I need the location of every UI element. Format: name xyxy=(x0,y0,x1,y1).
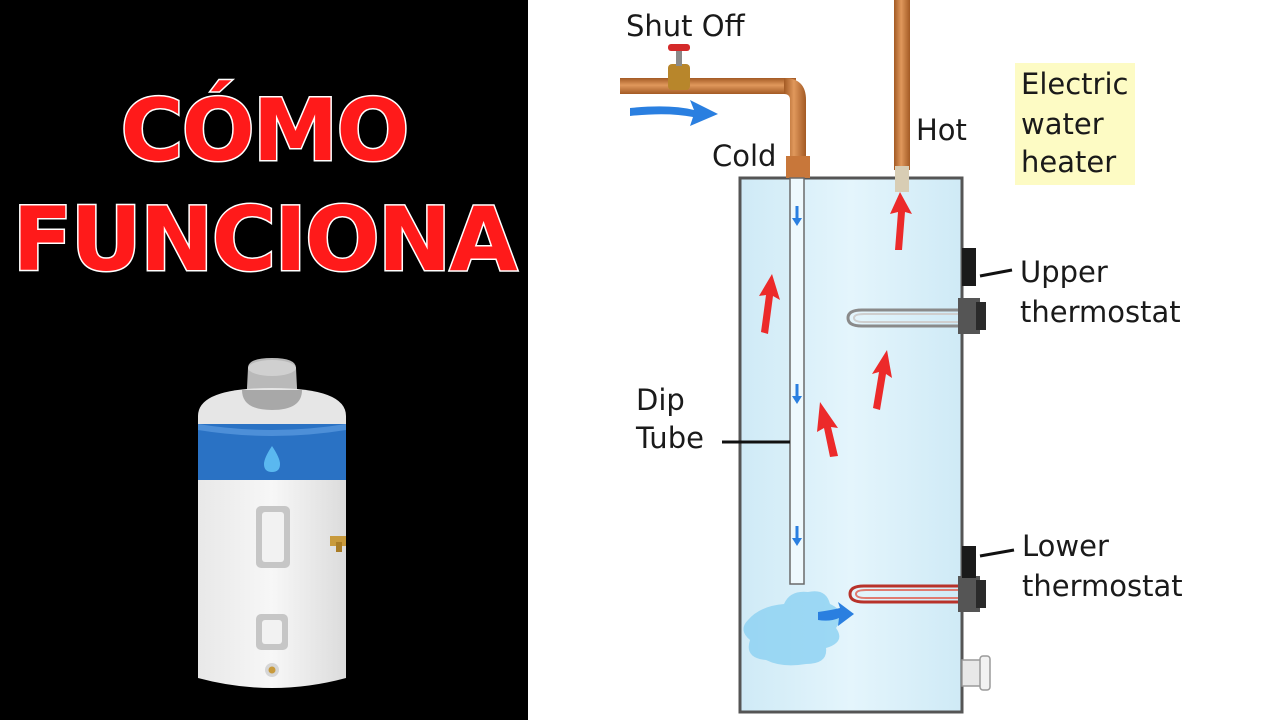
dip-tube xyxy=(789,177,805,585)
diagram-title-line-3: heater xyxy=(1021,145,1117,179)
heat-arrows xyxy=(759,192,912,457)
upper-thermostat xyxy=(962,248,976,286)
upper-element-mount xyxy=(958,298,980,334)
diagram-title-box xyxy=(1015,63,1135,185)
cold-inlet-pipe-horizontal xyxy=(620,78,796,94)
label-hot: Hot xyxy=(916,113,967,147)
relief-valve-icon xyxy=(330,536,346,546)
cold-inlet-pipe-elbow xyxy=(784,78,806,160)
water-heater-illustration xyxy=(198,358,346,688)
lower-access-panel xyxy=(262,620,282,644)
hot-outlet-pipe xyxy=(894,0,910,170)
heater-body xyxy=(198,480,346,688)
shut-off-valve-icon xyxy=(668,64,690,90)
label-lower: Lower xyxy=(1022,529,1109,563)
title-panel: CÓMO FUNCIONA xyxy=(0,0,528,720)
drain-valve-icon xyxy=(961,659,983,687)
label-tube: Tube xyxy=(636,421,704,455)
lower-heating-element xyxy=(848,584,958,604)
dip-tube-flow-arrows xyxy=(792,206,802,546)
diagram-title-line-1: Electric xyxy=(1021,67,1129,101)
headline-line-1: CÓMO xyxy=(119,81,411,181)
label-shut-off: Shut Off xyxy=(626,9,745,43)
cold-water-puddle xyxy=(743,591,841,666)
cold-outflow-arrow xyxy=(818,602,854,626)
cold-inflow-arrow xyxy=(630,100,718,126)
label-upper-thermostat: thermostat xyxy=(1020,295,1181,329)
label-lower-thermostat: thermostat xyxy=(1022,569,1183,603)
water-heater-diagram xyxy=(620,0,1015,714)
lower-element-mount xyxy=(958,576,980,612)
upper-heating-element xyxy=(846,308,958,328)
label-dip: Dip xyxy=(636,383,685,417)
lower-thermostat xyxy=(962,546,976,578)
label-upper: Upper xyxy=(1020,255,1108,289)
water-drop-icon xyxy=(264,446,280,472)
label-cold: Cold xyxy=(712,139,777,173)
headline-line-2: FUNCIONA xyxy=(11,188,519,291)
upper-access-panel xyxy=(262,512,284,562)
shut-off-handle xyxy=(668,44,690,51)
diagram-title-line-2: water xyxy=(1021,107,1104,141)
